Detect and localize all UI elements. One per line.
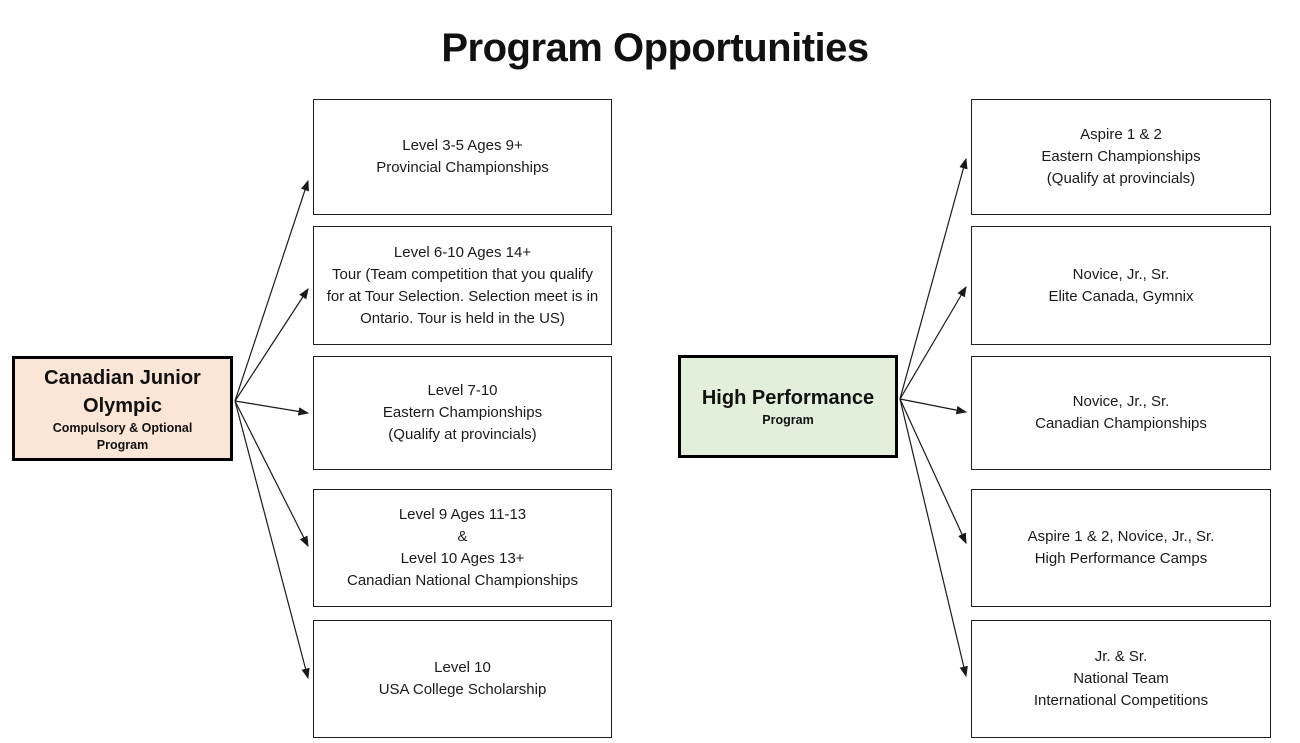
leaf-line: Level 3-5 Ages 9+ xyxy=(402,137,523,154)
leaf-line: (Qualify at provincials) xyxy=(388,426,537,443)
connector-arrow xyxy=(899,157,968,400)
leaf-line: International Competitions xyxy=(1033,692,1209,709)
root-subtitle: Program xyxy=(762,413,814,427)
connector-arrow xyxy=(234,287,309,402)
leaf-box-usa-college-scholarship: Level 10 USA College Scholarship xyxy=(313,620,612,738)
leaf-line: National Team xyxy=(1073,670,1169,687)
leaf-line: Jr. & Sr. xyxy=(1094,648,1148,665)
leaf-line: USA College Scholarship xyxy=(378,681,547,698)
leaf-box-elite-canada-gymnix: Novice, Jr., Sr. Elite Canada, Gymnix xyxy=(971,226,1271,345)
root-title: Canadian Junior Olympic xyxy=(44,366,201,417)
root-subtitle: Compulsory & Optional Program xyxy=(52,420,193,452)
leaf-box-tour: Level 6-10 Ages 14+ Tour (Team competiti… xyxy=(313,226,612,345)
connector-arrow xyxy=(899,398,968,678)
connector-arrow xyxy=(899,398,968,415)
leaf-line: & xyxy=(457,528,468,545)
connector-arrow xyxy=(899,285,967,400)
leaf-line: Level 9 Ages 11-13 xyxy=(398,506,527,523)
leaf-line: Tour (Team competition that you qualify … xyxy=(326,265,599,327)
root-box-canadian-junior-olympic: Canadian Junior Olympic Compulsory & Opt… xyxy=(12,356,233,461)
leaf-line: Eastern Championships xyxy=(1041,148,1201,165)
leaf-box-national-team-international: Jr. & Sr. National Team International Co… xyxy=(971,620,1271,738)
connector-arrow xyxy=(234,179,309,402)
root-title: High Performance xyxy=(701,387,875,409)
connector-arrow xyxy=(234,400,310,680)
leaf-box-canadian-national-championships: Level 9 Ages 11-13 & Level 10 Ages 13+ C… xyxy=(313,489,612,607)
leaf-line: High Performance Camps xyxy=(1034,550,1208,567)
leaf-line: Provincial Championships xyxy=(376,159,549,176)
leaf-line: Level 10 Ages 13+ xyxy=(400,550,525,567)
leaf-line: Canadian Championships xyxy=(1035,415,1207,432)
leaf-line: Level 6-10 Ages 14+ xyxy=(393,243,532,261)
leaf-line: Canadian National Championships xyxy=(347,572,578,589)
leaf-line: (Qualify at provincials) xyxy=(1046,170,1196,187)
leaf-line: Aspire 1 & 2, Novice, Jr., Sr. xyxy=(1027,528,1215,545)
connector-arrow xyxy=(234,400,310,416)
page-title: Program Opportunities xyxy=(441,26,869,70)
leaf-line: Aspire 1 & 2 xyxy=(1080,126,1162,143)
connector-arrow xyxy=(899,398,967,545)
leaf-line: Novice, Jr., Sr. xyxy=(1072,393,1170,410)
leaf-line: Elite Canada, Gymnix xyxy=(1048,287,1194,305)
leaf-box-high-performance-camps: Aspire 1 & 2, Novice, Jr., Sr. High Perf… xyxy=(971,489,1271,607)
leaf-line: Eastern Championships xyxy=(382,404,543,421)
leaf-line: Level 10 xyxy=(434,659,491,676)
root-box-high-performance: High Performance Program xyxy=(678,355,898,458)
leaf-box-canadian-championships: Novice, Jr., Sr. Canadian Championships xyxy=(971,356,1271,470)
leaf-box-provincial-championships: Level 3-5 Ages 9+ Provincial Championshi… xyxy=(313,99,612,215)
leaf-box-aspire-eastern-championships: Aspire 1 & 2 Eastern Championships (Qual… xyxy=(971,99,1271,215)
leaf-line: Level 7-10 xyxy=(427,382,498,399)
leaf-line: Novice, Jr., Sr. xyxy=(1072,265,1170,283)
leaf-box-eastern-championships-levels: Level 7-10 Eastern Championships (Qualif… xyxy=(313,356,612,470)
connector-arrow xyxy=(234,400,309,548)
